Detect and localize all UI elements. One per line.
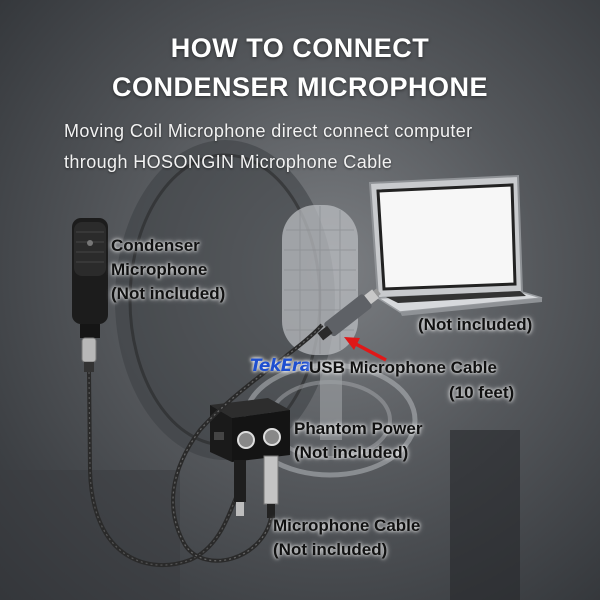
usb-cable-length-label: (10 feet) xyxy=(449,383,515,402)
laptop-icon xyxy=(368,174,543,316)
usb-adapter-icon xyxy=(317,288,381,341)
condenser-microphone-icon xyxy=(72,218,108,372)
subtitle-line-1: Moving Coil Microphone direct connect co… xyxy=(64,121,473,141)
phantom-power-label: Phantom Power (Not included) xyxy=(294,419,423,462)
arrow-icon xyxy=(344,337,387,362)
phantom-power-icon xyxy=(210,398,290,462)
condenser-mic-label: Condenser Microphone (Not included) xyxy=(111,236,226,303)
mic-cable-label: Microphone Cable (Not included) xyxy=(273,516,421,559)
title-line-2: CONDENSER MICROPHONE xyxy=(111,72,489,102)
usb-cable-label: USB Microphone Cable xyxy=(309,358,497,377)
subtitle-line-2: through HOSONGIN Microphone Cable xyxy=(64,152,393,172)
title-line-1: HOW TO CONNECT xyxy=(170,33,430,63)
laptop-label: (Not included) xyxy=(418,315,533,334)
brand-logo: TekEra xyxy=(250,356,311,376)
